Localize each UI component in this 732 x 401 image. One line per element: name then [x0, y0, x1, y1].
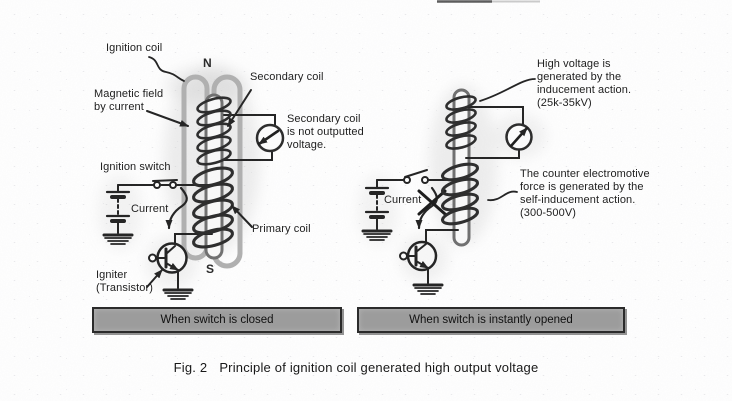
- secondary-note-line-3: voltage.: [287, 139, 327, 151]
- high-voltage-line-3: inducement action.: [537, 84, 632, 96]
- north-pole-label: N: [203, 56, 212, 70]
- figure-caption: Fig. 2 Principle of ignition coil generat…: [0, 360, 712, 375]
- high-voltage-line-2: generated by the: [537, 71, 622, 83]
- counter-emf-note: The counter electromotive force is gener…: [520, 168, 650, 220]
- banner-switch-opened: When switch is instantly opened: [357, 307, 625, 333]
- secondary-not-outputted-note: Secondary coil is not outputted voltage.: [287, 113, 364, 152]
- igniter-line-2: (Transistor): [96, 282, 154, 294]
- counter-emf-line-2: force is generated by the: [520, 181, 644, 193]
- current-label-left: Current: [131, 203, 169, 215]
- banner-switch-closed: When switch is closed: [92, 307, 342, 333]
- igniter-transistor-label: Igniter (Transistor): [96, 269, 153, 295]
- current-label-right: Current: [384, 194, 422, 206]
- banner-switch-closed-text: When switch is closed: [160, 314, 274, 326]
- counter-emf-line-1: The counter electromotive: [520, 168, 650, 180]
- counter-emf-line-4: (300-500V): [520, 207, 577, 219]
- magnetic-field-label: Magnetic field by current: [94, 88, 163, 114]
- figure-title: Principle of ignition coil generated hig…: [219, 360, 539, 375]
- ignition-coil-label: Ignition coil: [106, 42, 163, 54]
- secondary-coil-label: Secondary coil: [250, 71, 324, 83]
- secondary-note-line-2: is not outputted: [287, 126, 364, 138]
- magnetic-field-line-2: by current: [94, 101, 144, 113]
- ignition-switch-label: Ignition switch: [100, 161, 171, 173]
- counter-emf-line-3: self-inducement action.: [520, 194, 636, 206]
- banner-switch-opened-text: When switch is instantly opened: [409, 314, 573, 326]
- high-voltage-line-1: High voltage is: [537, 58, 611, 70]
- figure-number: Fig. 2: [173, 360, 208, 375]
- high-voltage-line-4: (25k-35kV): [537, 97, 592, 109]
- secondary-note-line-1: Secondary coil: [287, 113, 361, 125]
- primary-coil-label: Primary coil: [252, 223, 311, 235]
- igniter-line-1: Igniter: [96, 269, 128, 281]
- magnetic-field-line-1: Magnetic field: [94, 88, 164, 100]
- high-voltage-note: High voltage is generated by the inducem…: [537, 58, 631, 110]
- south-pole-label: S: [206, 262, 215, 276]
